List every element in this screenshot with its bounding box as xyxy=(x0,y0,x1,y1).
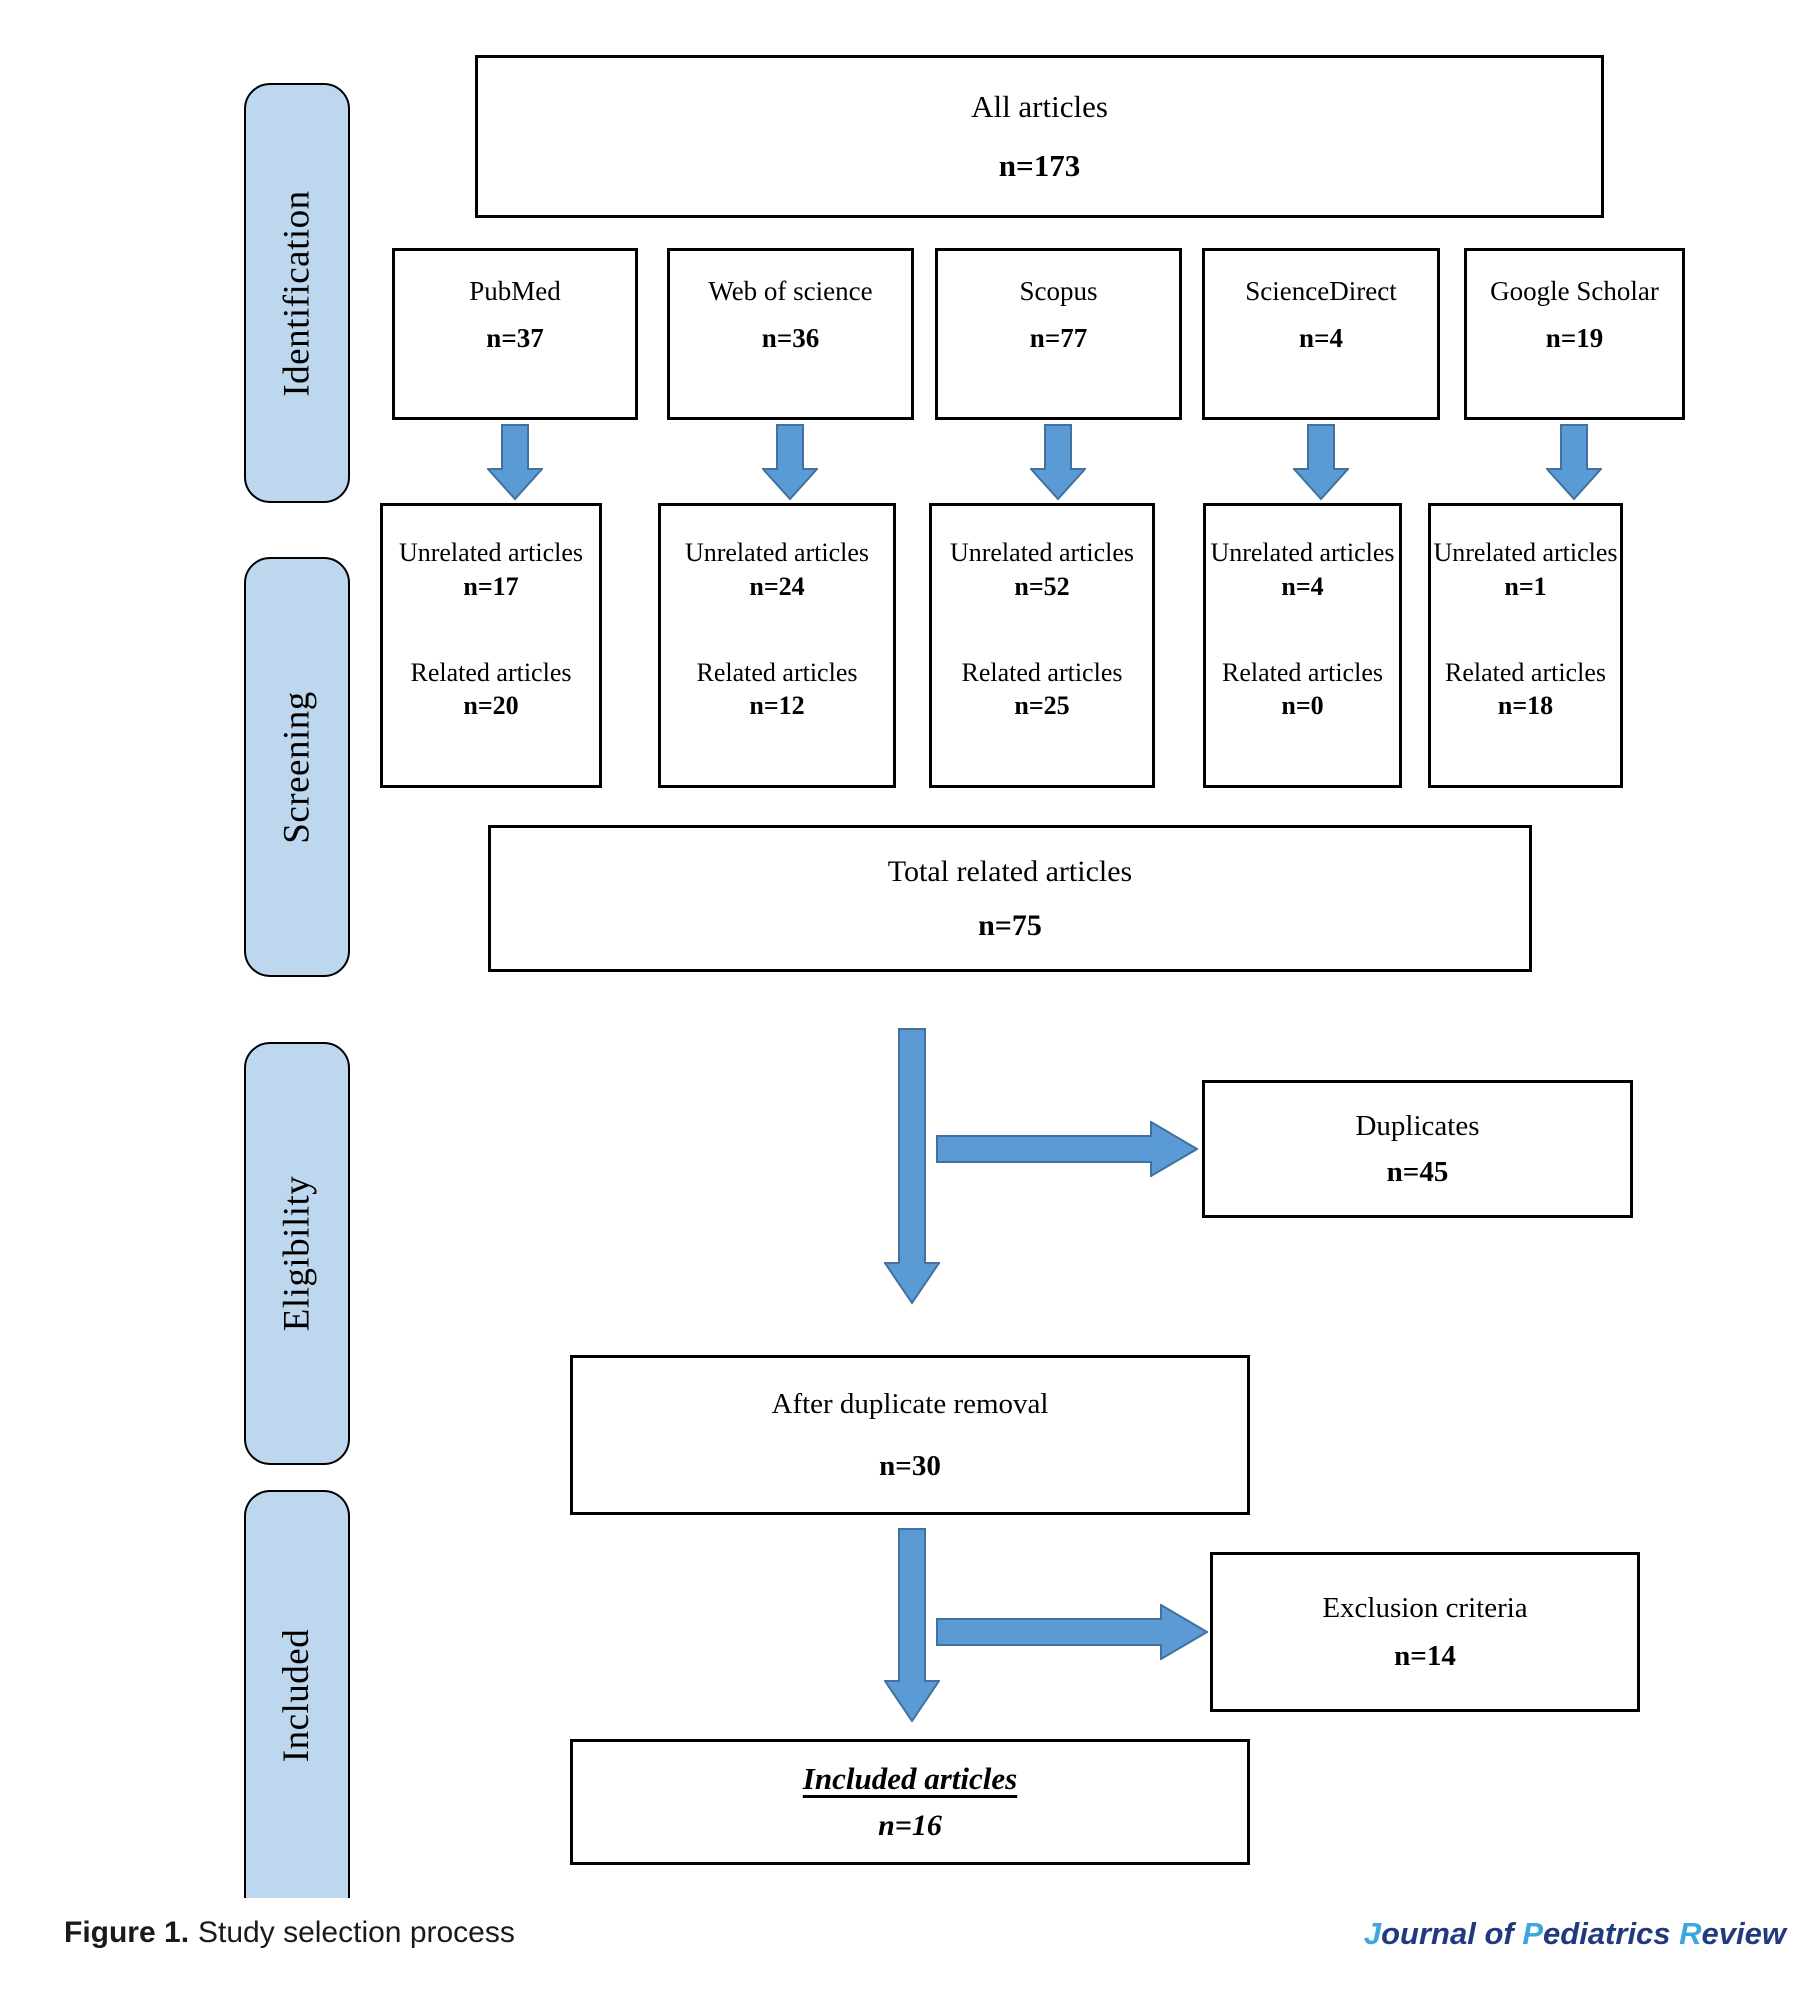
related-count: n=18 xyxy=(1497,691,1554,721)
figure-caption-label: Figure 1. xyxy=(64,1916,190,1949)
exclusion-title: Exclusion criteria xyxy=(1322,1591,1528,1624)
band-eligibility: Eligibility xyxy=(244,1042,350,1465)
down-arrow-scopus xyxy=(1030,424,1086,501)
related-label: Related articles xyxy=(1222,657,1383,687)
unrelated-label: Unrelated articles xyxy=(949,538,1135,567)
source-name: Web of science xyxy=(708,276,873,306)
total-related-title: Total related articles xyxy=(887,855,1133,888)
unrelated-count: n=1 xyxy=(1504,571,1547,601)
related-count: n=25 xyxy=(1014,691,1070,721)
duplicates-title: Duplicates xyxy=(1355,1109,1480,1142)
source-count: n=19 xyxy=(1545,322,1604,353)
total-related-count: n=75 xyxy=(978,908,1042,942)
journal-wordmark: Journal of Pediatrics Review xyxy=(1364,1916,1786,1952)
screening-box-scopus: Unrelated articles n=52 Related articles… xyxy=(929,503,1155,788)
journal-initial-r: R xyxy=(1679,1916,1702,1951)
journal-word-ediatrics: ediatrics xyxy=(1543,1916,1680,1951)
related-label: Related articles xyxy=(696,657,858,687)
duplicates-box: Duplicates n=45 xyxy=(1202,1080,1633,1218)
right-arrow-to-exclusion xyxy=(936,1604,1208,1660)
screening-box-pubmed: Unrelated articles n=17 Related articles… xyxy=(380,503,602,788)
unrelated-label: Unrelated articles xyxy=(1210,538,1395,567)
source-count: n=77 xyxy=(1029,322,1088,353)
figure-caption-text: Study selection process xyxy=(198,1916,515,1949)
band-screening: Screening xyxy=(244,557,350,977)
down-arrow-google-scholar xyxy=(1546,424,1602,501)
down-arrow-to-after-duplicate xyxy=(884,1028,940,1305)
after-duplicate-title: After duplicate removal xyxy=(771,1387,1049,1420)
duplicates-count: n=45 xyxy=(1386,1156,1449,1188)
band-identification-label: Identification xyxy=(276,189,318,397)
band-included: Included xyxy=(244,1490,350,1898)
down-arrow-web-of-science xyxy=(762,424,818,501)
band-identification: Identification xyxy=(244,83,350,503)
source-count: n=37 xyxy=(486,322,544,353)
included-count: n=16 xyxy=(878,1808,942,1842)
band-included-label: Included xyxy=(276,1628,318,1762)
unrelated-label: Unrelated articles xyxy=(684,538,870,567)
down-arrow-to-included xyxy=(884,1528,940,1723)
screening-box-sciencedirect: Unrelated articles n=4 Related articles … xyxy=(1203,503,1402,788)
unrelated-label: Unrelated articles xyxy=(1433,538,1618,567)
source-box-scopus: Scopus n=77 xyxy=(935,248,1182,420)
source-name: ScienceDirect xyxy=(1245,276,1397,306)
unrelated-count: n=52 xyxy=(1014,571,1070,601)
band-eligibility-label: Eligibility xyxy=(276,1175,318,1332)
related-count: n=0 xyxy=(1281,691,1324,721)
unrelated-label: Unrelated articles xyxy=(398,538,584,567)
related-label: Related articles xyxy=(1445,657,1606,687)
journal-initial-j: J xyxy=(1363,1916,1382,1951)
source-box-google-scholar: Google Scholar n=19 xyxy=(1464,248,1685,420)
related-count: n=12 xyxy=(749,691,805,721)
exclusion-criteria-box: Exclusion criteria n=14 xyxy=(1210,1552,1640,1712)
total-related-box: Total related articles n=75 xyxy=(488,825,1532,972)
source-box-pubmed: PubMed n=37 xyxy=(392,248,638,420)
related-count: n=20 xyxy=(463,691,519,721)
source-name: Google Scholar xyxy=(1490,276,1659,306)
unrelated-count: n=17 xyxy=(463,571,519,601)
band-screening-label: Screening xyxy=(276,690,318,844)
after-duplicate-count: n=30 xyxy=(879,1450,941,1482)
journal-initial-p: P xyxy=(1522,1916,1544,1951)
all-articles-title: All articles xyxy=(971,88,1108,124)
after-duplicate-removal-box: After duplicate removal n=30 xyxy=(570,1355,1250,1515)
source-count: n=4 xyxy=(1299,322,1343,353)
source-box-sciencedirect: ScienceDirect n=4 xyxy=(1202,248,1440,420)
all-articles-box: All articles n=173 xyxy=(475,55,1604,218)
unrelated-count: n=4 xyxy=(1281,571,1324,601)
unrelated-count: n=24 xyxy=(749,571,805,601)
exclusion-count: n=14 xyxy=(1394,1640,1456,1672)
journal-word-eview: eview xyxy=(1701,1916,1786,1951)
figure-caption: Figure 1.Study selection process xyxy=(64,1916,515,1950)
related-label: Related articles xyxy=(961,657,1123,687)
included-title: Included articles xyxy=(802,1760,1018,1796)
source-name: Scopus xyxy=(1019,276,1098,306)
source-count: n=36 xyxy=(761,322,820,353)
source-box-web-of-science: Web of science n=36 xyxy=(667,248,914,420)
right-arrow-to-duplicates xyxy=(936,1121,1198,1177)
down-arrow-sciencedirect xyxy=(1293,424,1349,501)
source-name: PubMed xyxy=(469,276,561,306)
related-label: Related articles xyxy=(410,657,572,687)
included-articles-box: Included articles n=16 xyxy=(570,1739,1250,1865)
down-arrow-pubmed xyxy=(487,424,543,501)
screening-box-google-scholar: Unrelated articles n=1 Related articles … xyxy=(1428,503,1623,788)
all-articles-count: n=173 xyxy=(998,147,1081,183)
screening-box-web-of-science: Unrelated articles n=24 Related articles… xyxy=(658,503,896,788)
journal-word-ournal-of: ournal of xyxy=(1381,1916,1523,1951)
